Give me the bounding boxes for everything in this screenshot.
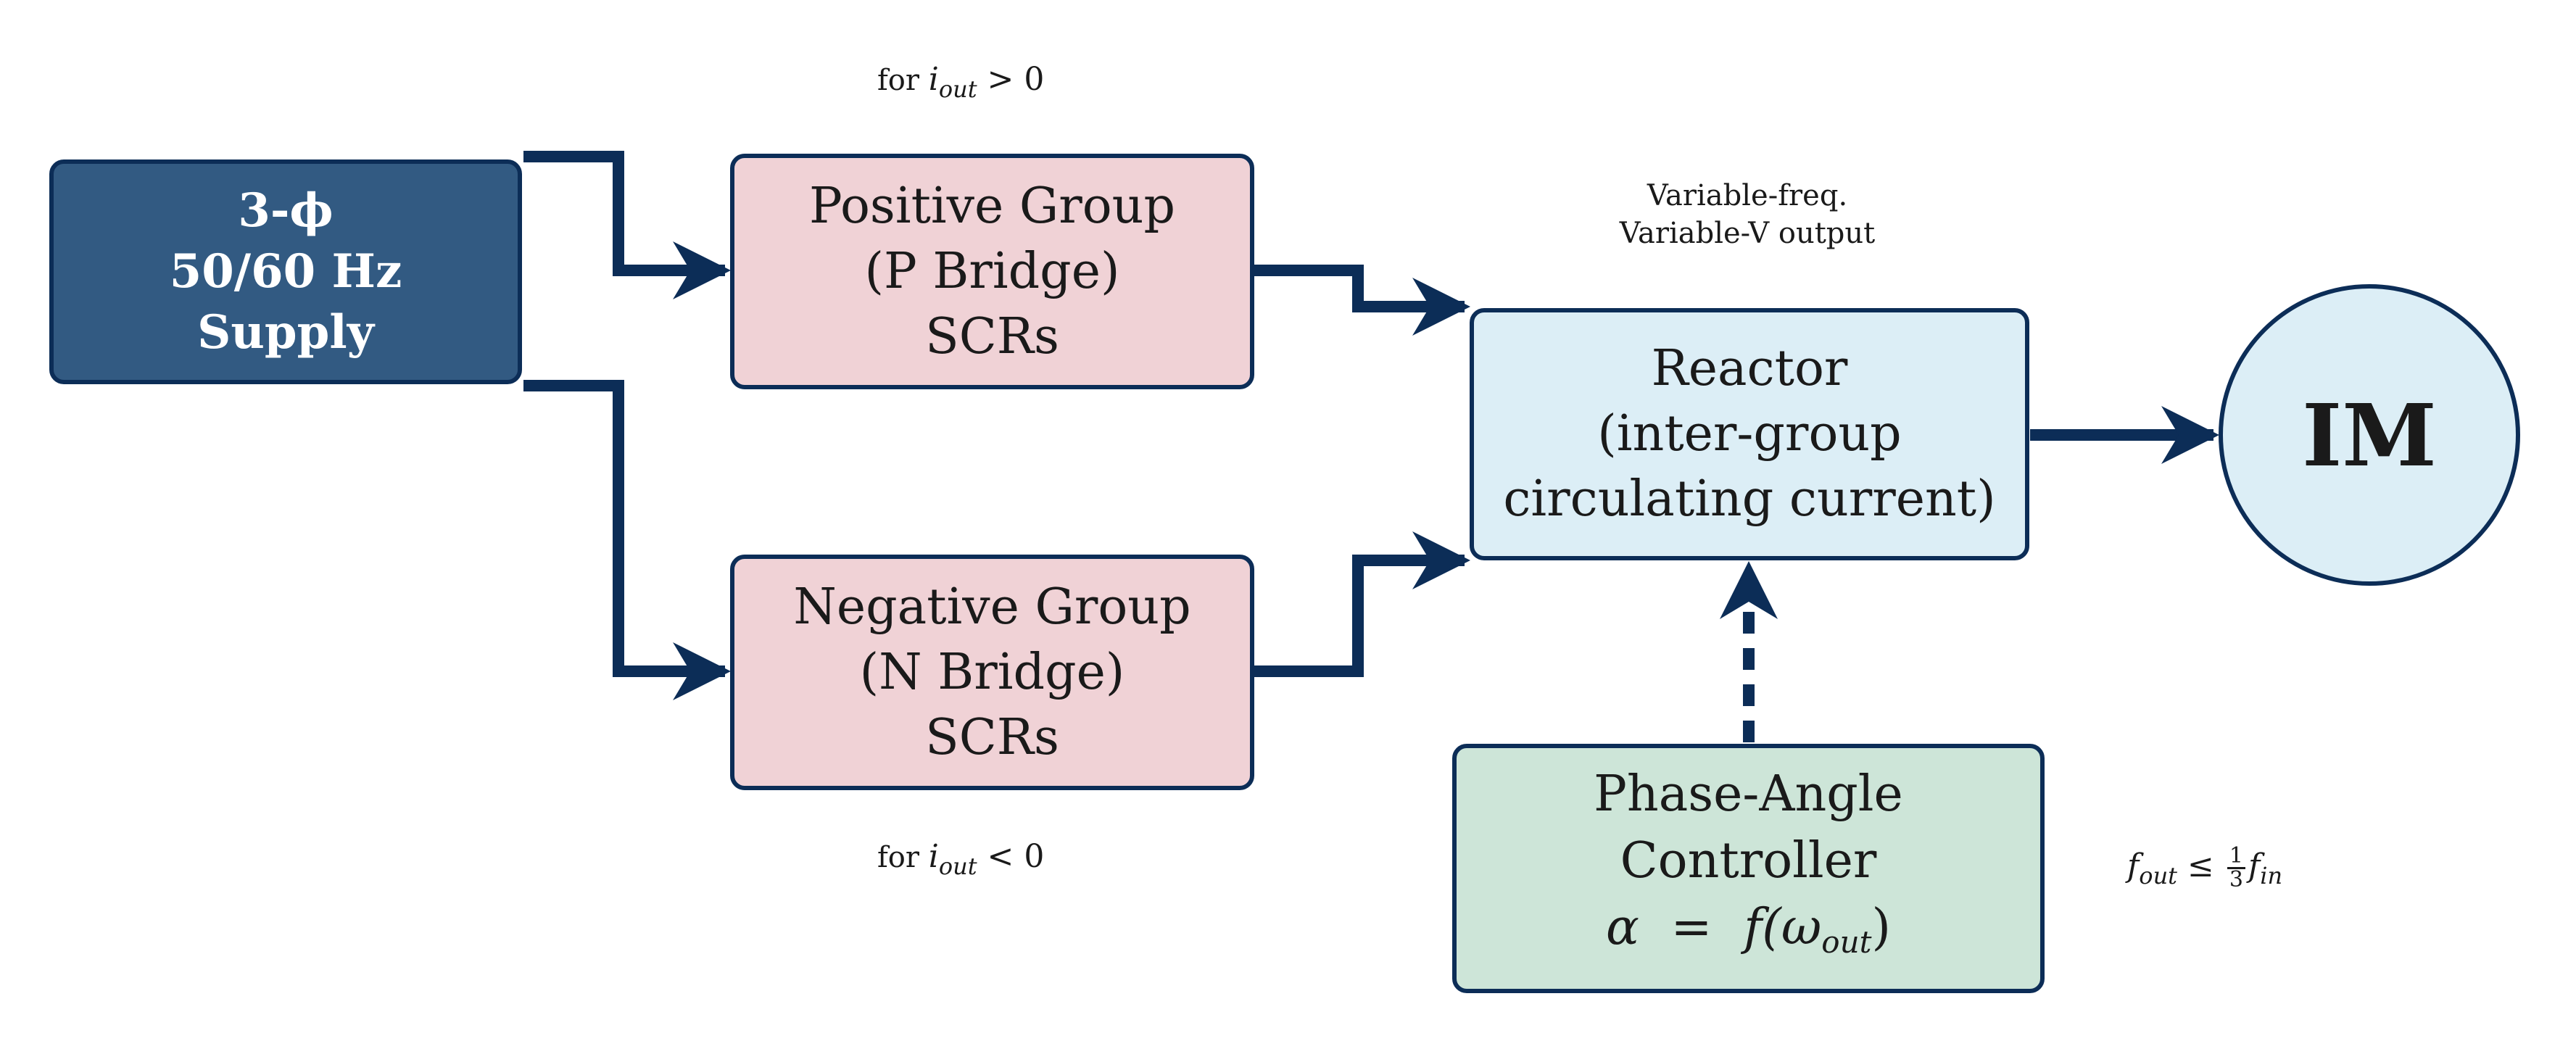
positive-group-title: Positive Group (808, 177, 1176, 235)
fraction-numerator: 1 (2227, 845, 2245, 869)
negative-to-reactor-arrow (1251, 531, 1470, 677)
supply-to-negative-arrow (523, 380, 731, 700)
positive-group-bridge: (P Bridge) (864, 242, 1120, 300)
function-omega: f(ω (1744, 899, 1822, 956)
negative-condition-sub: out (938, 853, 977, 880)
supply-title: Supply (197, 305, 374, 360)
negative-group-scrs: SCRs (925, 708, 1059, 766)
positive-condition-label: for iout > 0 (877, 61, 1044, 103)
controller-equation: α = f(ωout) (1606, 895, 1891, 976)
positive-condition-var: i (928, 61, 939, 98)
negative-group-title: Negative Group (793, 578, 1191, 636)
reactor-desc-line1: (inter-group (1597, 405, 1902, 463)
negative-condition-relation: < 0 (977, 838, 1045, 875)
negative-group-block: Negative Group (N Bridge) SCRs (730, 555, 1254, 790)
freq-f-in: f (2248, 847, 2261, 884)
induction-motor-label: IM (2302, 384, 2437, 486)
freq-sub-out: out (2139, 862, 2178, 889)
omega-subscript: out (1821, 924, 1872, 960)
negative-group-bridge: (N Bridge) (859, 643, 1125, 701)
output-description: Variable-freq. Variable-V output (1559, 177, 1936, 252)
output-line1: Variable-freq. (1647, 179, 1848, 212)
supply-block: 3-ϕ 50/60 Hz Supply (49, 159, 522, 384)
positive-group-block: Positive Group (P Bridge) SCRs (730, 154, 1254, 389)
positive-condition-relation: > 0 (977, 61, 1045, 98)
equals-sign: = (1670, 899, 1712, 956)
controller-title-line1: Phase-Angle (1594, 766, 1903, 823)
supply-to-positive-arrow (523, 151, 731, 299)
supply-phase-label: 3-ϕ (238, 183, 334, 238)
output-line2: Variable-V output (1619, 217, 1876, 250)
positive-condition-sub: out (938, 75, 977, 103)
induction-motor-circle: IM (2219, 284, 2520, 586)
reactor-block: Reactor (inter-group circulating current… (1470, 308, 2029, 560)
reactor-title: Reactor (1651, 340, 1848, 397)
supply-frequency-label: 50/60 Hz (169, 244, 402, 299)
closing-paren: ) (1871, 899, 1892, 956)
controller-block: Phase-Angle Controller α = f(ωout) (1452, 744, 2045, 993)
positive-group-scrs: SCRs (925, 307, 1059, 365)
freq-f-out: f (2127, 847, 2140, 884)
positive-condition-prefix: for (877, 64, 929, 97)
negative-condition-prefix: for (877, 841, 929, 874)
positive-to-reactor-arrow (1251, 265, 1470, 336)
controller-title-line2: Controller (1620, 832, 1877, 889)
alpha-symbol: α (1605, 899, 1639, 956)
freq-sub-in: in (2260, 862, 2283, 889)
fraction-denominator: 3 (2229, 867, 2243, 892)
freq-relation: ≤ (2177, 847, 2224, 884)
negative-condition-var: i (928, 838, 939, 875)
negative-condition-label: for iout < 0 (877, 838, 1044, 880)
reactor-desc-line2: circulating current) (1503, 470, 1996, 528)
